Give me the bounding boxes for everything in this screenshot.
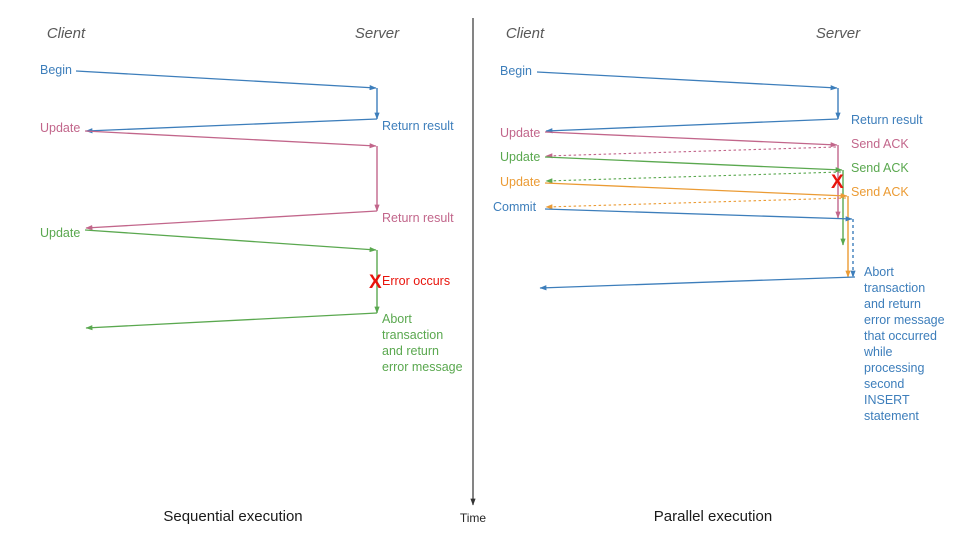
- note-line: Abort: [382, 312, 412, 326]
- message-label-update-1-send-ack: Send ACK: [851, 137, 909, 151]
- server-header-sequential: Server: [355, 25, 400, 42]
- message-arrow-update-1-send-ack: [545, 146, 837, 159]
- message-label-begin-request: Begin: [500, 64, 532, 78]
- note-line: while: [863, 345, 893, 359]
- note-line: Abort: [864, 265, 894, 279]
- message-label-commit-request: Commit: [493, 200, 537, 214]
- message-label-begin-return-result: Return result: [382, 119, 454, 133]
- time-axis-layer: Time: [460, 18, 487, 525]
- message-arrow-abort-return: [85, 312, 378, 331]
- message-label-update-3-send-ack: Send ACK: [851, 185, 909, 199]
- server-header-parallel: Server: [816, 25, 861, 42]
- note-line: error message: [382, 360, 463, 374]
- message-arrow-update-2-request: [84, 229, 377, 253]
- message-label-update-2-send-ack: Send ACK: [851, 161, 909, 175]
- note-abort-note-sequential: Abort transaction and return error message: [382, 312, 463, 374]
- note-abort-note-parallel: Abort transaction and return error message t…: [863, 265, 945, 423]
- note-line: and return: [864, 297, 921, 311]
- client-header-parallel: Client: [506, 25, 545, 42]
- message-arrow-update-1-request: [84, 130, 377, 149]
- message-label-update-1-request: Update: [500, 126, 540, 140]
- panel-caption-sequential: Sequential execution: [163, 508, 302, 525]
- note-line: that occurred: [864, 329, 937, 343]
- note-line: transaction: [864, 281, 925, 295]
- note-line: statement: [864, 409, 919, 423]
- client-header-sequential: Client: [47, 25, 86, 42]
- note-line: transaction: [382, 328, 443, 342]
- message-label-update-1-request: Update: [40, 121, 80, 135]
- message-arrow-begin-request: [536, 71, 838, 91]
- message-label-update-1-return-result: Return result: [382, 211, 454, 225]
- note-line: processing: [864, 361, 924, 375]
- message-label-begin-return-result: Return result: [851, 113, 923, 127]
- error-x-icon-parallel: X: [831, 172, 844, 193]
- message-label-begin-request: Begin: [40, 63, 72, 77]
- message-arrow-commit-request: [544, 208, 853, 222]
- panel-caption-parallel: Parallel execution: [654, 508, 772, 525]
- note-line: INSERT: [864, 393, 910, 407]
- message-arrow-begin-return-result: [545, 118, 839, 134]
- error-label-sequential: Error occurs: [382, 274, 450, 288]
- message-arrow-update-3-send-ack: [545, 197, 847, 210]
- message-label-update-2-request: Update: [40, 226, 80, 240]
- message-label-update-3-request: Update: [500, 175, 540, 189]
- message-arrow-update-2-request: [544, 156, 843, 173]
- message-arrow-begin-return-result: [85, 118, 378, 134]
- note-line: second: [864, 377, 904, 391]
- message-arrow-begin-request: [75, 70, 377, 91]
- message-arrow-update-1-return-result: [85, 210, 378, 231]
- note-line: and return: [382, 344, 439, 358]
- note-line: error message: [864, 313, 945, 327]
- message-arrow-abort-return: [539, 276, 856, 291]
- message-arrow-update-3-request: [544, 182, 848, 199]
- message-arrow-update-1-request: [544, 131, 838, 148]
- message-arrow-update-2-send-ack: [545, 171, 842, 184]
- message-label-update-2-request: Update: [500, 150, 540, 164]
- time-axis-label: Time: [460, 511, 487, 525]
- error-x-icon-sequential: X: [369, 272, 382, 293]
